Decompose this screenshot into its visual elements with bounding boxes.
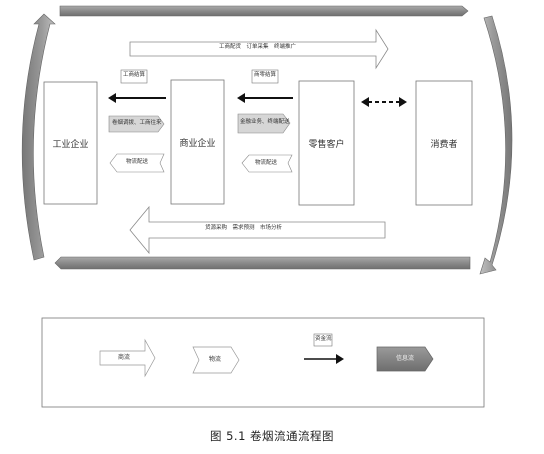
legend-funds-label: 资金流 (315, 336, 332, 342)
retail-label: 零售客户 (308, 139, 345, 150)
ind-com-logistics-label: 物流配送 (126, 159, 149, 165)
commercial-label: 商业企业 (179, 138, 216, 149)
left-curved-arrow (21, 13, 56, 261)
industrial-label: 工业企业 (52, 139, 89, 150)
com-ret-logistics-arrow (241, 154, 293, 173)
legend-commerce-arrow (99, 338, 156, 378)
retail-box (298, 80, 355, 206)
com-ret-funds-label-box (251, 69, 279, 84)
ind-com-funds-label-box (120, 69, 148, 84)
commercial-box (170, 79, 225, 205)
legend-info-arrow (376, 346, 434, 372)
bottom-info-arrow (129, 205, 386, 255)
com-ret-logistics-label: 物流配送 (255, 160, 278, 166)
com-ret-info-label: 金融业务、终端配送 (240, 119, 290, 125)
legend-logistics-arrow (192, 346, 240, 374)
top-info-arrow (129, 28, 389, 70)
ind-com-info-label: 卷烟调拨、工商往来 (112, 120, 162, 126)
consumer-label: 消费者 (430, 139, 458, 150)
bottom-loop-arrow (54, 256, 471, 270)
com-ret-info-arrow (237, 113, 291, 134)
legend-logistics-label: 物流 (209, 356, 222, 363)
industrial-box (43, 81, 98, 205)
bottom-info-label: 货源采购 需求预测 市场分析 (205, 225, 283, 231)
com-ret-funds-label: 商零结算 (254, 72, 277, 78)
legend-commerce-label: 商流 (118, 354, 131, 361)
ind-com-info-arrow (108, 115, 165, 133)
figure-caption: 图 5.1 卷烟流通流程图 (209, 429, 335, 443)
top-loop-arrow (59, 5, 469, 17)
consumer-box (415, 80, 473, 206)
ind-com-funds-label: 工商结算 (123, 72, 146, 78)
ind-com-logistics-arrow (109, 153, 165, 173)
legend-info-label: 信息流 (396, 355, 415, 362)
right-curved-arrow (479, 15, 513, 275)
top-info-label: 工商配货 订单采集 终端推广 (219, 44, 297, 50)
legend-funds-label-box (313, 333, 333, 347)
